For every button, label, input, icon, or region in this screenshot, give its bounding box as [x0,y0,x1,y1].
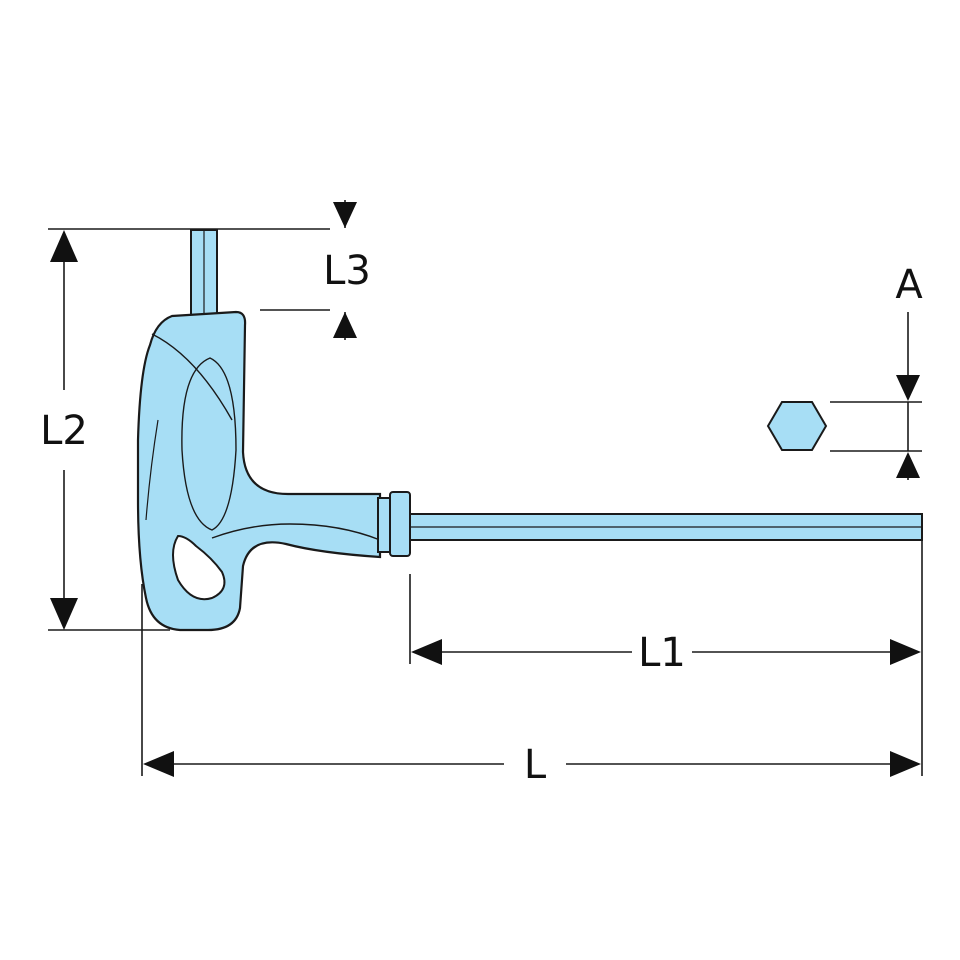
arrow-l2-top [50,230,78,262]
label-l2: L2 [40,408,88,454]
hanging-hole [172,534,226,601]
hex-key-tool [136,229,923,632]
grip-contour-lower [211,523,381,541]
arrow-l-left [143,751,174,777]
handle [136,310,382,632]
dimension-lines [48,200,923,776]
label-l3: L3 [323,248,371,294]
arrow-l-right [890,751,921,777]
arrow-l2-bottom [50,598,78,630]
grip-oval [181,357,237,531]
arrowheads [50,202,921,777]
label-l1: L1 [638,630,686,676]
handle-body [136,310,382,632]
arrow-a-bottom [896,452,920,478]
hex-cross-section [766,401,828,451]
arrow-l3-bottom [333,312,357,338]
label-l: L [524,742,547,788]
arrow-l1-left [411,639,442,665]
arrow-l3-top [333,202,357,228]
arrow-a-top [896,375,920,401]
grip-contour-upper [151,333,233,421]
ferrule [377,491,411,557]
grip-contour-edge [145,419,159,521]
long-hex-blade [407,513,923,541]
label-a: A [895,262,923,308]
arrow-l1-right [890,639,921,665]
short-hex-tip [190,229,218,319]
